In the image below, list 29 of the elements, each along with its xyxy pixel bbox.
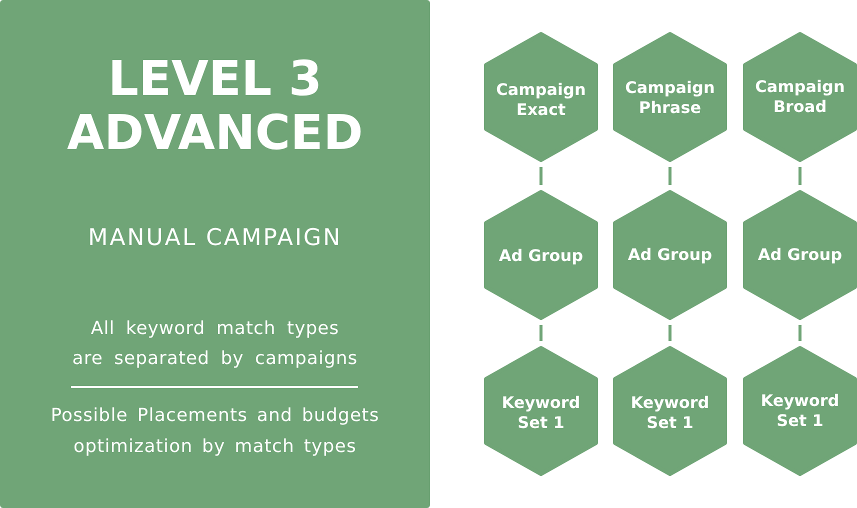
node-label: Campaign Exact xyxy=(495,80,587,120)
hexagon-node xyxy=(613,190,727,320)
hexagon-node xyxy=(743,190,857,320)
node-label: Ad Group xyxy=(498,246,584,266)
connector-line xyxy=(668,167,672,185)
panel-title: LEVEL 3 ADVANCED xyxy=(66,52,364,160)
node-label: Ad Group xyxy=(758,245,842,265)
hexagon-node xyxy=(743,32,857,162)
connector-line xyxy=(668,325,672,341)
node-label: Keyword Set 1 xyxy=(630,393,710,433)
connector-line xyxy=(798,325,802,341)
node-label: Ad Group xyxy=(628,245,712,265)
hexagon-node xyxy=(613,346,727,476)
node-label: Keyword Set 1 xyxy=(760,391,840,431)
node-label: Keyword Set 1 xyxy=(500,393,582,433)
info-panel xyxy=(0,0,430,508)
panel-subtitle: MANUAL CAMPAIGN xyxy=(88,224,342,252)
hexagon-node xyxy=(484,190,598,320)
node-label: Campaign Phrase xyxy=(624,78,716,118)
connector-line xyxy=(798,167,802,185)
panel-description: All keyword match types are separated by campaigns xyxy=(71,317,359,371)
panel-description: Possible Placements and budgets optimization by match types xyxy=(50,404,380,459)
hexagon-node xyxy=(484,346,598,476)
hexagon-node xyxy=(613,32,727,162)
connector-line xyxy=(540,325,542,341)
hexagon-node xyxy=(743,346,857,476)
hexagon-node xyxy=(484,32,598,162)
node-label: Campaign Broad xyxy=(754,77,846,117)
connector-line xyxy=(540,167,542,185)
